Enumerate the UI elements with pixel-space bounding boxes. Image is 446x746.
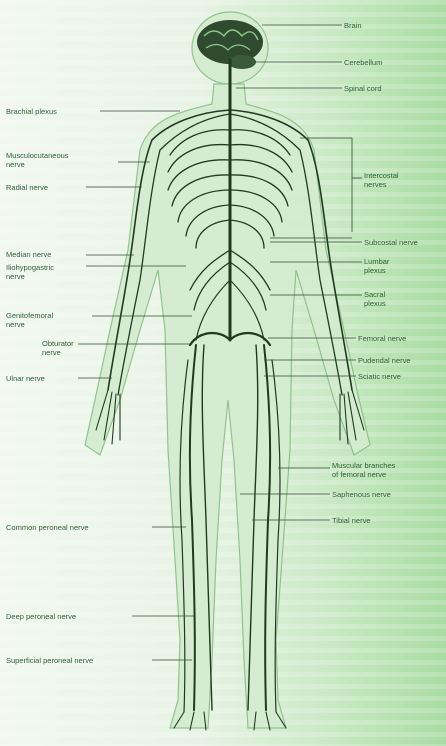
- label-deep-peroneal-nerve: Deep peroneal nerve: [6, 612, 76, 621]
- label-common-peroneal-nerve: Common peroneal nerve: [6, 523, 89, 532]
- label-brachial-plexus: Brachial plexus: [6, 107, 57, 116]
- label-median-nerve: Median nerve: [6, 250, 51, 259]
- label-musculocutaneous-nerve: Musculocutaneous nerve: [6, 151, 69, 169]
- label-radial-nerve: Radial nerve: [6, 183, 48, 192]
- label-tibial-nerve: Tibial nerve: [332, 516, 371, 525]
- label-lumbar-plexus: Lumbar plexus: [364, 257, 389, 275]
- label-pudendal-nerve: Pudendal nerve: [358, 356, 411, 365]
- label-iliohypogastric-nerve: Iliohypogastric nerve: [6, 263, 54, 281]
- label-intercostal-nerves: Intercostal nerves: [364, 171, 399, 189]
- label-subcostal-nerve: Subcostal nerve: [364, 238, 418, 247]
- label-obturator-nerve: Obturator nerve: [42, 339, 74, 357]
- label-femoral-nerve: Femoral nerve: [358, 334, 406, 343]
- label-ulnar-nerve: Ulnar nerve: [6, 374, 45, 383]
- label-superficial-peroneal-nerve: Superficial peroneal nerve: [6, 656, 93, 665]
- label-saphenous-nerve: Saphenous nerve: [332, 490, 391, 499]
- label-muscular-branches-femoral-nerve: Muscular branches of femoral nerve: [332, 461, 395, 479]
- cerebellum: [228, 55, 256, 69]
- label-spinal-cord: Spinal cord: [344, 84, 382, 93]
- label-sciatic-nerve: Sciatic nerve: [358, 372, 401, 381]
- label-brain: Brain: [344, 21, 362, 30]
- label-cerebellum: Cerebellum: [344, 58, 382, 67]
- label-sacral-plexus: Sacral plexus: [364, 290, 386, 308]
- label-genitofemoral-nerve: Genitofemoral nerve: [6, 311, 53, 329]
